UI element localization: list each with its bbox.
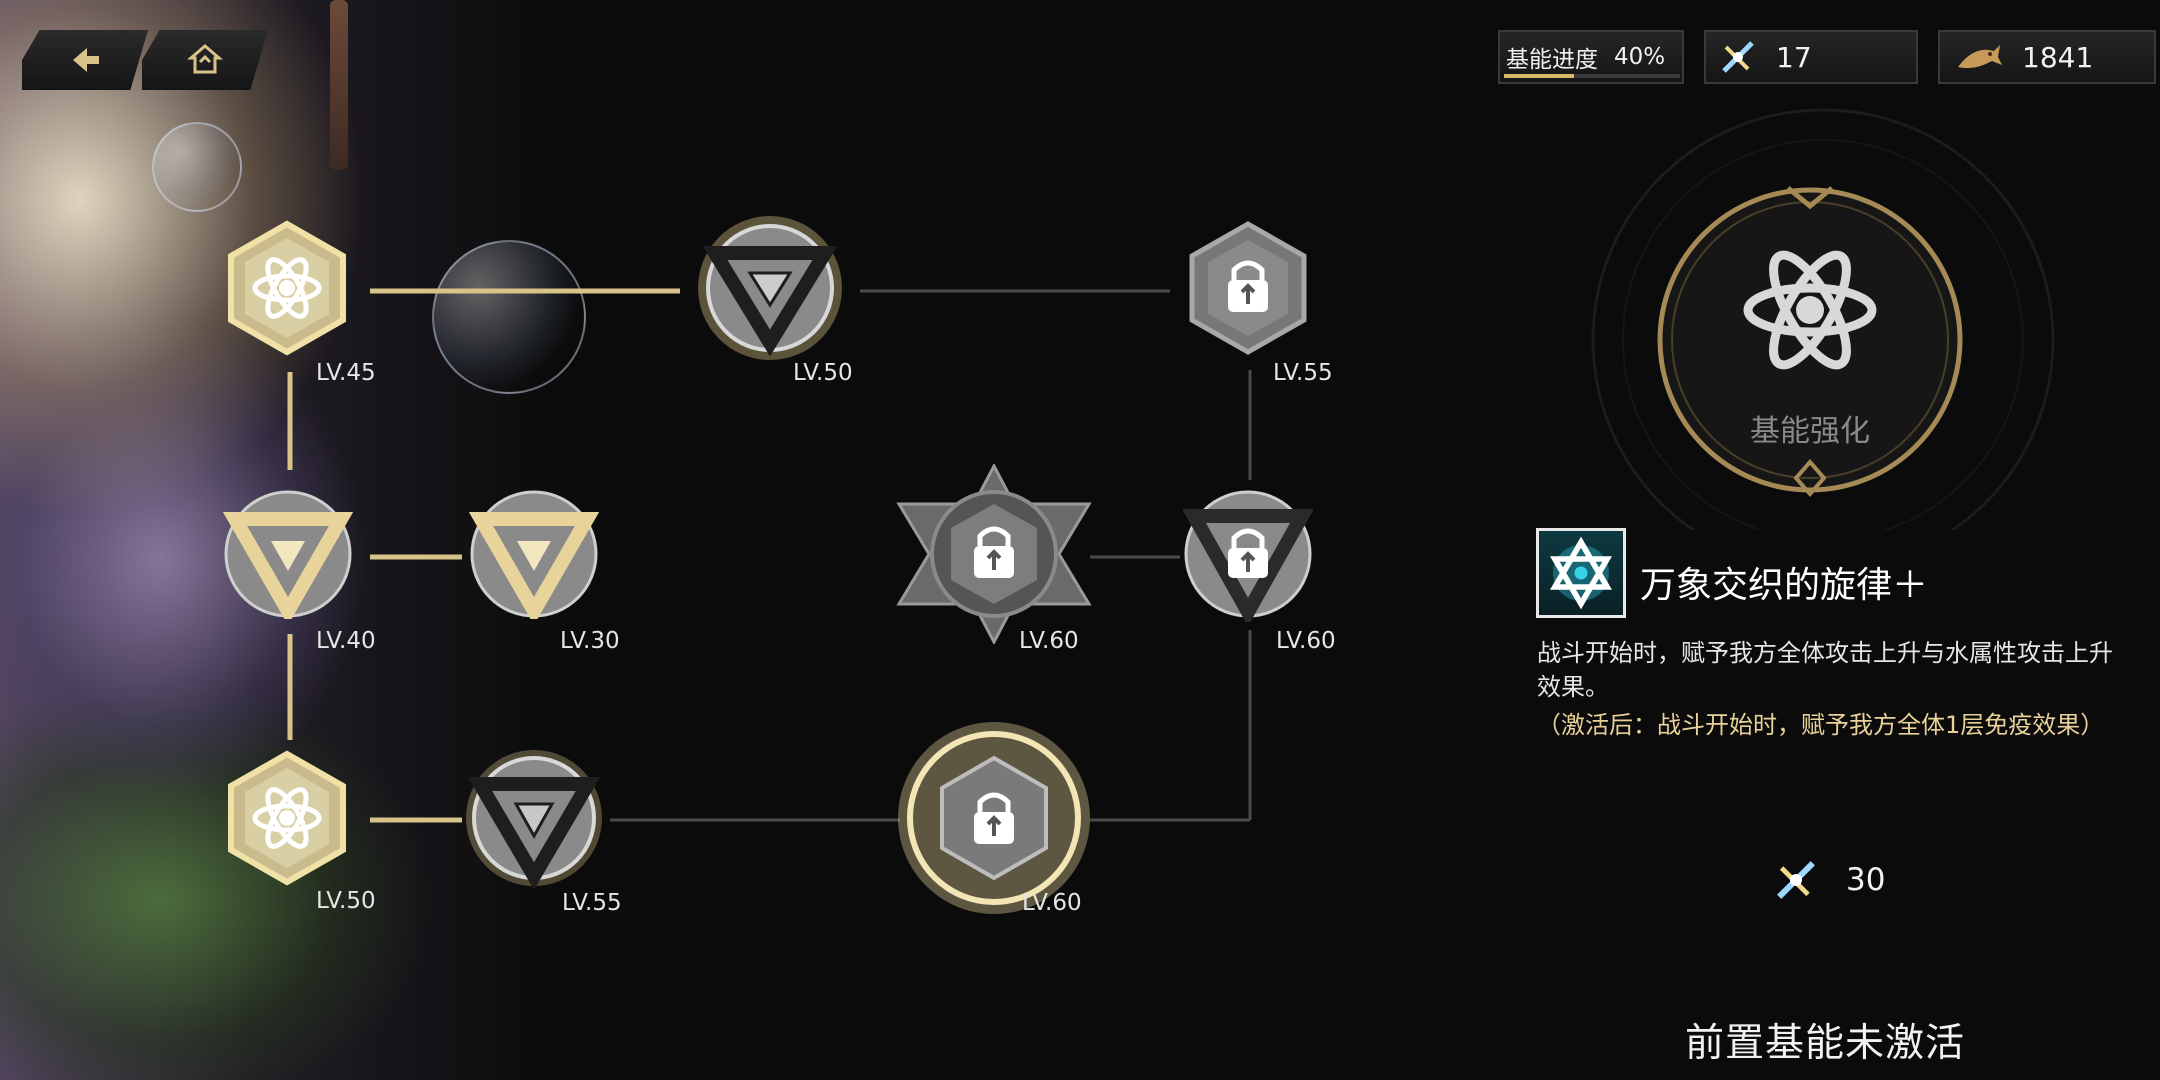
panel-decor: [1591, 108, 2055, 530]
skill-node-lv60-triangle[interactable]: [1180, 486, 1316, 627]
node-level-label: LV.60: [1276, 628, 1336, 654]
triangle-emblem-icon: [467, 777, 601, 890]
skill-tree-connectors: [287, 288, 1252, 823]
currency-crystal-panel[interactable]: 17: [1704, 30, 1918, 84]
node-level-label: LV.60: [1019, 628, 1079, 654]
triangle-emblem-icon: [468, 512, 600, 626]
atom-icon: [252, 257, 322, 319]
enhance-ring: 基能强化: [1640, 170, 1980, 510]
skill-node-lv55-top[interactable]: [1188, 220, 1308, 360]
skill-node-lv30[interactable]: [468, 489, 600, 626]
node-level-label: LV.60: [1022, 890, 1082, 916]
lock-icon: [1228, 260, 1268, 312]
skill-activation-note: （激活后：战斗开始时，赋予我方全体1层免疫效果）: [1537, 711, 2105, 739]
skill-node-lv50-bottom[interactable]: [225, 750, 349, 890]
back-arrow-icon: [73, 48, 99, 72]
back-button[interactable]: [22, 30, 148, 90]
skill-name: 万象交织的旋律＋: [1640, 565, 1929, 606]
skill-description: 战斗开始时，赋予我方全体攻击上升与水属性攻击上升效果。: [1537, 639, 2113, 701]
lock-icon: [1228, 528, 1268, 578]
progress-percent: 40%: [1614, 44, 1666, 70]
skill-node-lv60-star[interactable]: [889, 462, 1099, 648]
skill-node-lv60-selected[interactable]: [894, 718, 1094, 922]
detail-panel: [1500, 90, 2160, 1080]
skill-icon-box: [1536, 528, 1626, 618]
skill-node-lv50-top[interactable]: [695, 213, 845, 367]
node-level-label: LV.55: [1273, 360, 1333, 386]
progress-panel: 基能进度 40%: [1498, 30, 1684, 84]
crystal-cross-icon: [1777, 861, 1815, 899]
prerequisite-status: 前置基能未激活: [1685, 1021, 1966, 1066]
cost-value: 30: [1846, 862, 1886, 898]
fish-bone-icon: [1958, 45, 2002, 69]
bubble-decoration: [152, 122, 242, 212]
node-level-label: LV.50: [316, 888, 376, 914]
crystal-cross-icon: [1722, 41, 1754, 73]
currency-fish-panel[interactable]: 1841: [1938, 30, 2156, 84]
bubble-decoration: [432, 240, 586, 394]
activation-cost: 30: [1772, 856, 1885, 904]
ring-caption: 基能强化: [1750, 414, 1870, 449]
lock-icon: [974, 526, 1014, 578]
skill-node-lv45[interactable]: [225, 220, 349, 360]
currency-crystal-value: 17: [1776, 40, 1812, 74]
flower-stem-decoration: [330, 0, 348, 170]
skill-node-lv55-bottom[interactable]: [464, 748, 604, 892]
progress-bar-fill: [1504, 74, 1575, 78]
currency-fish-value: 1841: [2022, 40, 2094, 74]
triangle-emblem-icon: [1182, 509, 1314, 627]
triangle-emblem-icon: [222, 512, 354, 626]
lock-icon: [974, 792, 1014, 844]
node-level-label: LV.30: [560, 628, 620, 654]
progress-label: 基能进度: [1506, 47, 1598, 73]
node-level-label: LV.40: [316, 628, 376, 654]
atom-icon: [252, 787, 322, 849]
atom-emblem-icon: [1743, 250, 1877, 370]
star-of-david-icon: [1549, 536, 1613, 610]
triangle-emblem-icon: [702, 246, 838, 357]
home-button[interactable]: [142, 30, 268, 90]
home-icon: [186, 44, 224, 74]
progress-bar-track: [1504, 74, 1680, 78]
node-level-label: LV.55: [562, 890, 622, 916]
node-level-label: LV.45: [316, 360, 376, 386]
skill-node-lv40[interactable]: [222, 489, 354, 626]
node-level-label: LV.50: [793, 360, 853, 386]
